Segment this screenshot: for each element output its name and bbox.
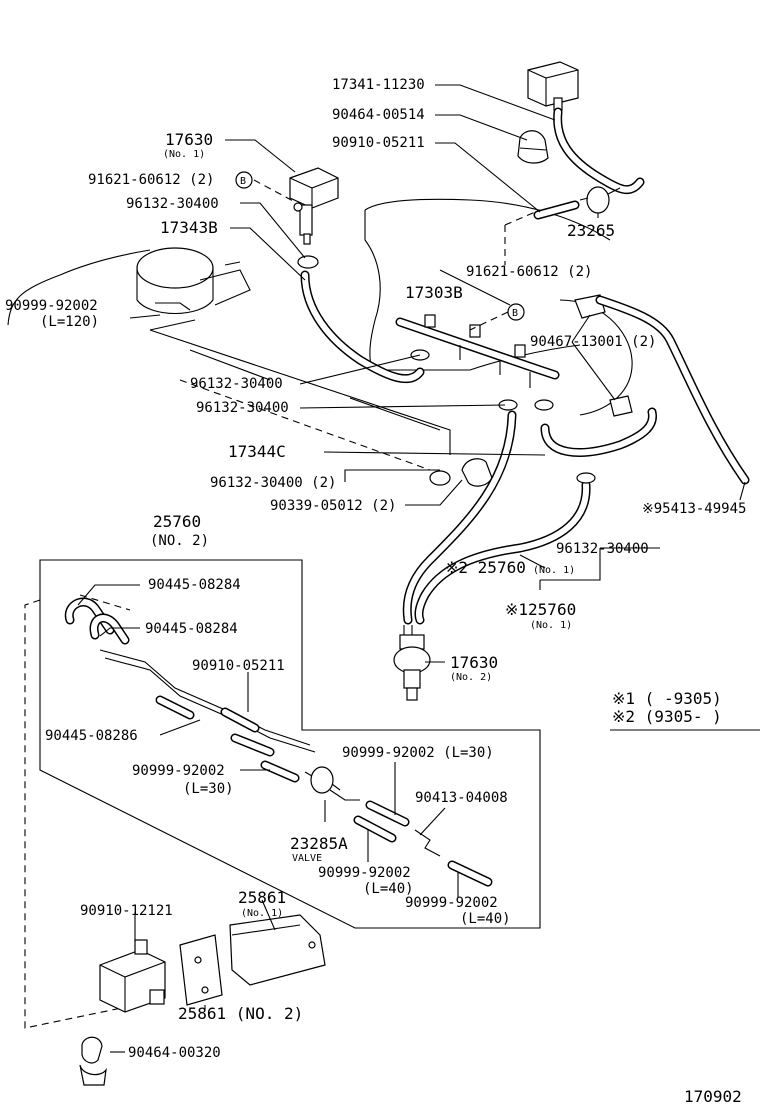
label-90999-92002-l40a-sub: (L=40) [363,881,414,897]
label-90999-92002-l120: 90999-92002 [5,298,98,314]
label-95413-49945: ※95413-49945 [642,501,746,517]
bracket-25861-no2 [179,934,223,1006]
hoses-frame [64,597,493,887]
label-91621-60612-c: 91621-60612 (2) [466,264,592,280]
label-125760: ※125760 [505,600,576,619]
label-25760-no1-sub: (No. 1) [533,565,575,576]
valve-23285a [304,766,341,794]
label-17630-no1: 17630 [165,130,213,149]
hose-top-right [553,107,645,195]
hose-25760-no1 [402,410,596,625]
label-90999-92002-l40b: 90999-92002 [405,895,498,911]
figure-number: 170902 [684,1087,742,1106]
hose-95413-49945 [595,295,750,485]
clip-90464-00514 [517,130,549,164]
label-90910-12121: 90910-12121 [80,903,173,919]
label-96132-30400-a: 96132-30400 [126,196,219,212]
label-90339-05012: 90339-05012 (2) [270,498,396,514]
clip-90464-00320 [79,1036,107,1086]
label-90999-92002-l30b: 90999-92002 [132,763,225,779]
label-17630-no2: 17630 [450,653,498,672]
label-90999-92002-l30b-sub: (L=30) [183,781,234,797]
bracket-25861-no1 [229,914,326,986]
label-17630-no1-sub: (No. 1) [163,149,205,160]
label-90445-08284-a: 90445-08284 [148,577,241,593]
label-90445-08284-b: 90445-08284 [145,621,238,637]
part-labels: 17341-11230 90464-00514 90910-05211 1763… [5,77,746,1061]
label-90910-05211-top: 90910-05211 [332,135,425,151]
label-17303b: 17303B [405,283,463,302]
hose-90910-05211-top [533,200,580,220]
label-25861-no1-sub: (No. 1) [241,908,283,919]
label-91621-60612-b: 91621-60612 (2) [88,172,214,188]
label-23285a-sub: VALVE [292,853,322,864]
label-90464-00320: 90464-00320 [128,1045,221,1061]
legend-note-2: ※2 (9305- ) [612,707,722,726]
svg-text:B: B [240,176,246,187]
label-90445-08286: 90445-08286 [45,728,138,744]
air-cleaner [136,247,251,315]
label-17341-11230: 17341-11230 [332,77,425,93]
vsv-17630-no1 [289,167,339,245]
leader-lines [77,84,760,1053]
label-25861-no2: 25861 (NO. 2) [178,1004,303,1023]
label-90413-04008: 90413-04008 [415,790,508,806]
legend: ※1 ( -9305) ※2 (9305- ) [612,689,722,726]
vsv-17630-no2 [393,625,431,701]
vacuum-tank-box [527,61,579,111]
b-marker-1: B [235,171,253,189]
hose-17344c [540,407,657,457]
label-125760-sub: (No. 1) [530,620,572,631]
label-90999-92002-l30a: 90999-92002 (L=30) [342,745,494,761]
clamp-96132-30400-c [498,399,554,411]
label-25861-no1: 25861 [238,888,286,907]
label-23285a: 23285A [290,834,348,853]
label-96132-30400-e: 96132-30400 [556,541,649,557]
hose-17343b [300,270,425,384]
label-25760-no2: 25760 [153,512,201,531]
label-17630-no2-sub: (No. 2) [450,672,492,683]
svg-text:B: B [512,308,518,319]
filter-23265 [579,186,621,214]
legend-note-1: ※1 ( -9305) [612,689,722,708]
hose-90339-05012 [429,458,493,487]
label-90464-00514: 90464-00514 [332,107,425,123]
label-17344c: 17344C [228,442,286,461]
label-90999-92002-l120-sub: (L=120) [40,314,99,330]
label-90910-05211-mid: 90910-05211 [192,658,285,674]
label-90999-92002-l40a: 90999-92002 [318,865,411,881]
label-17343b: 17343B [160,218,218,237]
clamp-96132-30400-a [297,255,319,269]
label-23265: 23265 [567,221,615,240]
vsv-90910-12121 [99,939,166,1013]
label-90467-13001: 90467-13001 (2) [530,334,656,350]
b-marker-2: B [507,303,525,321]
label-90999-92002-l40b-sub: (L=40) [460,911,511,927]
label-25760-no2-sub: (NO. 2) [150,533,209,549]
label-96132-30400-c: 96132-30400 [196,400,289,416]
group-frame-25760-no2 [24,559,541,1029]
label-96132-30400-b: 96132-30400 [190,376,283,392]
label-25760-no1: ※2 25760 [445,558,526,577]
pipe-17303b [395,314,560,388]
label-96132-30400-d: 96132-30400 (2) [210,475,336,491]
